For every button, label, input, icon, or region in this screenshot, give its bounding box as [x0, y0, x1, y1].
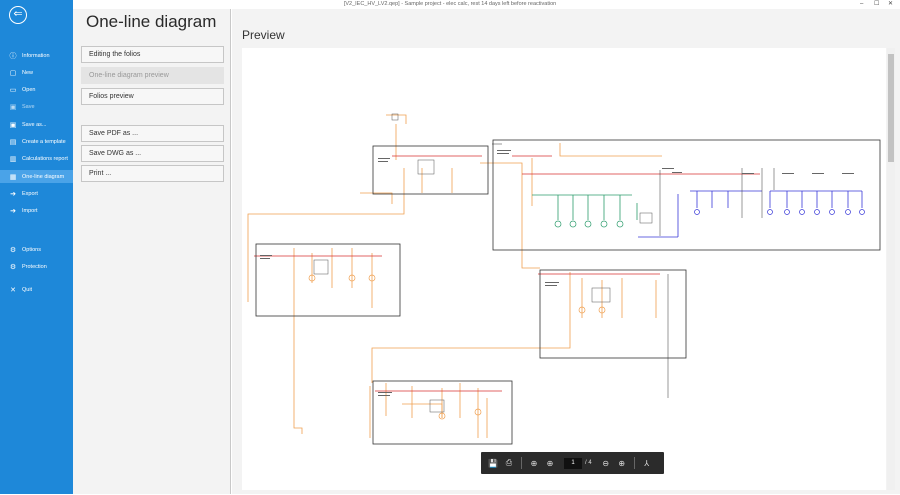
sidebar-item-label: Quit: [22, 286, 33, 293]
sidebar-item-options[interactable]: ⚙ Options: [0, 243, 73, 256]
previous-page-icon[interactable]: ⊕: [530, 458, 538, 468]
one-line-diagram-panel: One-line diagram Editing the folios One-…: [73, 9, 231, 494]
sidebar-item-protection[interactable]: ⚙ Protection: [0, 260, 73, 273]
sidebar-item-label: Open: [22, 86, 36, 93]
scroll-thumb[interactable]: [888, 54, 894, 162]
green-feeders: [532, 194, 638, 220]
orange-load-symbols: [308, 274, 606, 420]
toolbar-divider: [633, 457, 635, 469]
equipment-boxes: [313, 113, 653, 413]
sidebar-item-open[interactable]: ▭ Open: [0, 83, 73, 96]
sidebar-item-export[interactable]: ➔ Export: [0, 187, 73, 200]
title-bar: [V2_IEC_HV_LV2.qep] - Sample project - e…: [0, 0, 900, 9]
window-title: [V2_IEC_HV_LV2.qep] - Sample project - e…: [343, 1, 557, 7]
save-as-icon: ▣: [9, 121, 17, 129]
one-line-diagram-drawing: [247, 113, 881, 445]
maximize-button[interactable]: ☐: [874, 1, 880, 7]
annotation-marks: [260, 150, 854, 396]
page-total: / 4: [585, 460, 592, 466]
minimize-button[interactable]: –: [860, 1, 864, 7]
sidebar-item-label: Calculations report: [22, 155, 68, 162]
sidebar-item-save[interactable]: ▣ Save: [0, 100, 73, 113]
sidebar-item-new[interactable]: ▢ New: [0, 66, 73, 79]
report-icon: ▥: [9, 155, 17, 163]
save-dwg-button[interactable]: Save DWG as ...: [81, 145, 224, 162]
blue-feeders: [638, 190, 863, 238]
sidebar-item-label: Create a template: [22, 138, 66, 145]
info-icon: ⓘ: [9, 52, 17, 60]
sidebar-item-label: Export: [22, 190, 38, 197]
close-icon: ✕: [10, 286, 16, 294]
page-title: One-line diagram: [86, 12, 217, 31]
sidebar-item-information[interactable]: ⓘ Information: [0, 49, 73, 62]
sidebar-item-label: Save as...: [22, 121, 47, 128]
acrobat-icon[interactable]: ⅄: [644, 458, 650, 468]
preview-title: Preview: [242, 28, 285, 42]
save-pdf-button[interactable]: Save PDF as ...: [81, 125, 224, 142]
pdf-toolbar: 💾 ⎙ ⊕ ⊕ 1 / 4 ⊖ ⊕ ⅄: [481, 452, 664, 474]
sidebar-item-label: New: [22, 69, 34, 76]
preview-area: Preview: [232, 9, 900, 494]
sidebar-item-calculations-report[interactable]: ▥ Calculations report: [0, 152, 73, 165]
motor-symbols: [554, 220, 624, 228]
sidebar-item-quit[interactable]: ✕ Quit: [0, 283, 73, 296]
next-page-icon[interactable]: ⊕: [546, 458, 554, 468]
close-button[interactable]: ✕: [888, 1, 894, 7]
sidebar-item-label: Import: [22, 207, 38, 214]
panel-frames: [255, 139, 881, 445]
sidebar-item-one-line-diagram[interactable]: ▦ One-line diagram: [0, 170, 73, 183]
sidebar-item-save-as[interactable]: ▣ Save as...: [0, 118, 73, 131]
zoom-out-icon[interactable]: ⊖: [602, 458, 610, 468]
editing-folios-button[interactable]: Editing the folios: [81, 46, 224, 63]
diagram-icon: ▦: [9, 173, 17, 181]
print-icon[interactable]: ⎙: [505, 458, 513, 467]
black-drops: [492, 143, 775, 398]
protection-icon: ⚙: [9, 263, 17, 271]
one-line-diagram-preview-button[interactable]: One-line diagram preview: [81, 67, 224, 84]
sidebar-item-create-template[interactable]: ▤ Create a template: [0, 135, 73, 148]
page-number-input[interactable]: 1: [564, 457, 582, 469]
sidebar-item-label: Save: [22, 103, 35, 110]
export-icon: ➔: [10, 190, 16, 198]
folder-icon: ▭: [9, 86, 17, 94]
sidebar-item-label: Options: [22, 246, 41, 253]
save-icon: ▣: [9, 103, 17, 111]
sidebar-item-import[interactable]: ➔ Import: [0, 204, 73, 217]
diagram-page[interactable]: [242, 48, 886, 490]
sidebar-item-label: One-line diagram: [22, 173, 65, 180]
orange-feeders: [247, 114, 662, 438]
save-icon[interactable]: 💾: [488, 458, 498, 468]
template-icon: ▤: [9, 138, 17, 146]
load-symbols: [694, 209, 865, 215]
sidebar-item-label: Protection: [22, 263, 47, 270]
back-arrow-icon[interactable]: ⇐: [9, 6, 27, 24]
print-button[interactable]: Print ...: [81, 165, 224, 182]
vertical-scrollbar[interactable]: [887, 48, 895, 490]
folios-preview-button[interactable]: Folios preview: [81, 88, 224, 105]
red-busbars: [254, 155, 760, 392]
gear-icon: ⚙: [9, 246, 17, 254]
import-icon: ➔: [10, 207, 16, 215]
sidebar-item-label: Information: [22, 52, 50, 59]
zoom-in-icon[interactable]: ⊕: [618, 458, 626, 468]
new-file-icon: ▢: [9, 69, 17, 77]
backstage-sidebar: ⇐ ⓘ Information ▢ New ▭ Open ▣ Save ▣ Sa…: [0, 0, 73, 494]
toolbar-divider: [521, 457, 522, 469]
